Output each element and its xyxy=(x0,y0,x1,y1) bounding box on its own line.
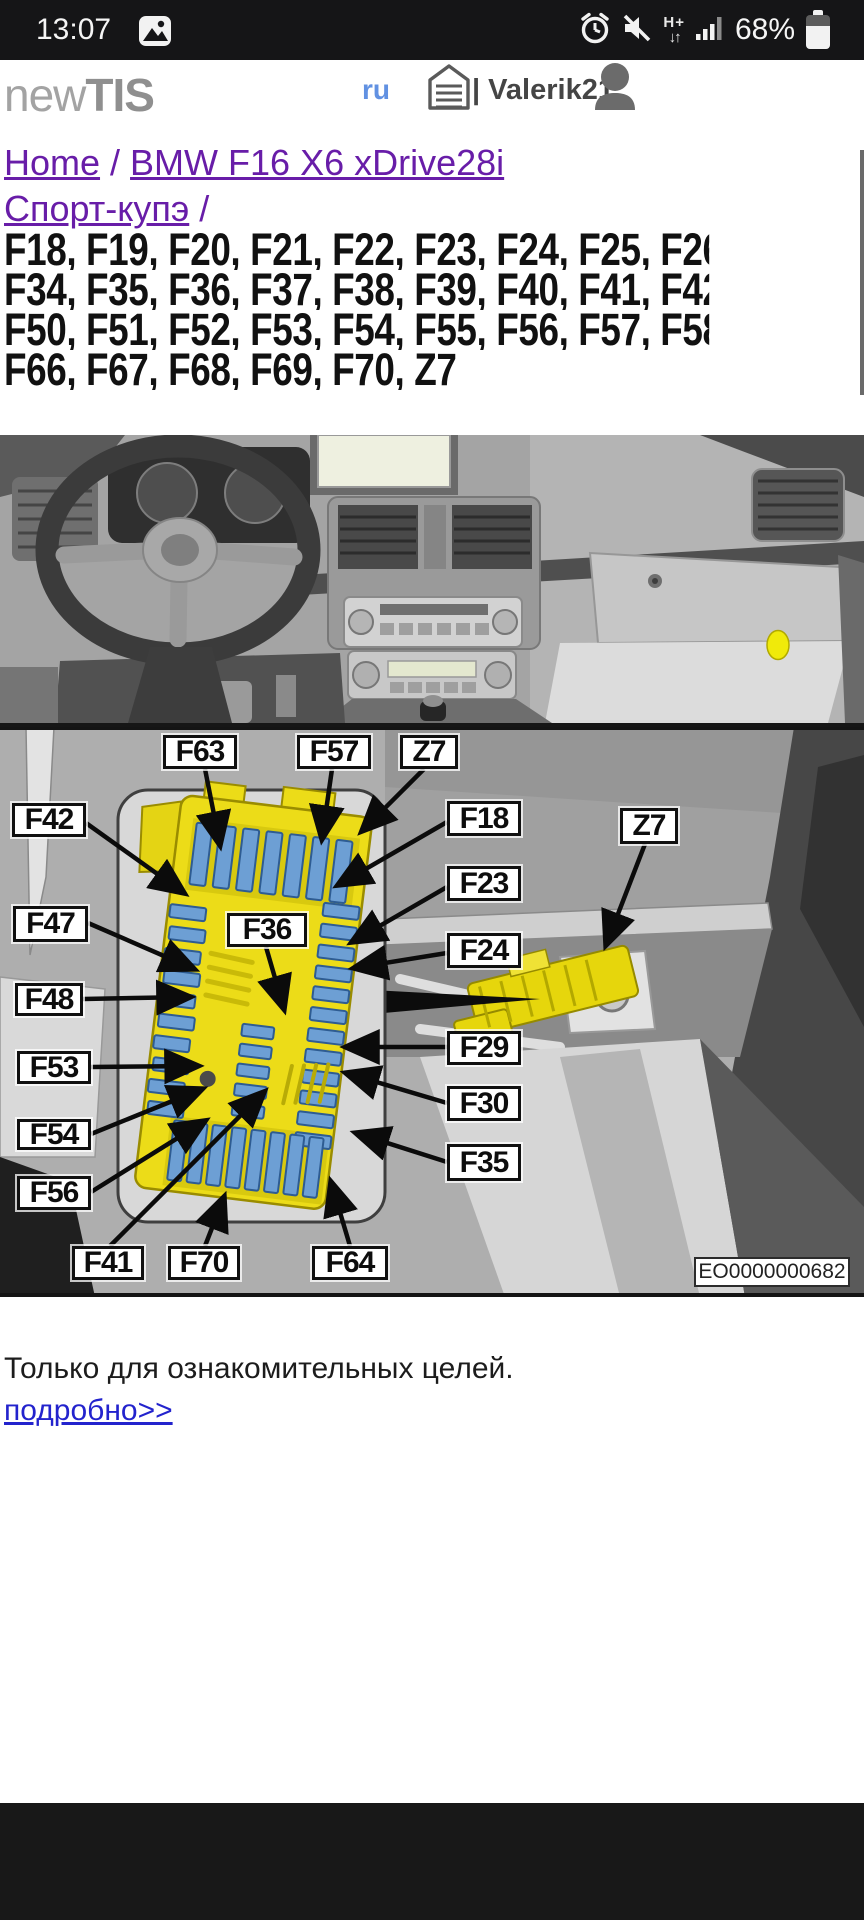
fuse-label-f63: F63 xyxy=(163,735,237,769)
mute-icon xyxy=(622,12,652,49)
fuse-label-f56: F56 xyxy=(17,1176,91,1210)
disclaimer-text: Только для ознакомительных целей. xyxy=(4,1352,514,1385)
fuse-label-f41: F41 xyxy=(72,1246,144,1280)
site-header: newTIS ru | Valerik21 xyxy=(0,60,864,144)
fuse-label-f57: F57 xyxy=(297,735,371,769)
breadcrumb-home-link[interactable]: Home xyxy=(4,142,101,183)
fuse-label-f47: F47 xyxy=(13,906,88,942)
fuse-label-f54: F54 xyxy=(17,1118,91,1151)
fuse-label-f29: F29 xyxy=(447,1031,521,1065)
fuse-label-f70: F70 xyxy=(168,1246,240,1280)
breadcrumb: Home / BMW F16 X6 xDrive28i Спорт-купэ / xyxy=(4,142,505,229)
android-nav-bar xyxy=(0,1803,864,1920)
clock: 13:07 xyxy=(36,13,112,46)
breadcrumb-model-link[interactable]: BMW F16 X6 xDrive28i Спорт-купэ xyxy=(4,142,505,229)
status-bar: 13:07 xyxy=(0,0,864,60)
fuse-label-f36: F36 xyxy=(227,913,307,947)
fuse-label-f30: F30 xyxy=(447,1086,521,1121)
details-link[interactable]: подробно>> xyxy=(4,1394,173,1427)
battery-percent: 68% xyxy=(734,13,795,46)
hplus-icon: H+ ↓↑ xyxy=(663,14,685,46)
language-link[interactable]: ru xyxy=(362,74,390,105)
fuse-label-f42: F42 xyxy=(12,803,86,837)
fuse-label-f35: F35 xyxy=(447,1144,521,1181)
battery-icon xyxy=(806,10,830,50)
dashboard-photo xyxy=(0,434,864,727)
fuse-list-line-4: F66, F67, F68, F69, F70, Z7 xyxy=(4,350,457,390)
fuse-list-line-2: F34, F35, F36, F37, F38, F39, F40, F41, … xyxy=(4,270,709,310)
fuse-label-f23: F23 xyxy=(447,866,521,901)
fuse-label-f24: F24 xyxy=(447,933,521,968)
image-code-badge: EO0000000682 xyxy=(694,1257,850,1287)
alarm-icon xyxy=(579,11,611,50)
fuse-list-line-3: F50, F51, F52, F53, F54, F55, F56, F57, … xyxy=(4,310,709,350)
site-logo[interactable]: newTIS xyxy=(4,69,155,121)
signal-icon xyxy=(695,12,724,49)
fuse-list-line-1: F18, F19, F20, F21, F22, F23, F24, F25, … xyxy=(4,230,709,270)
person-icon[interactable] xyxy=(592,60,638,115)
yellow-marker-dot xyxy=(766,629,790,661)
fuse-label-f18: F18 xyxy=(447,801,521,836)
fuse-label-z7: Z7 xyxy=(620,808,678,844)
fuse-label-f53: F53 xyxy=(17,1051,91,1084)
gallery-icon xyxy=(138,15,172,52)
fuse-label-f48: F48 xyxy=(15,983,83,1016)
status-icons: H+ ↓↑ 68% xyxy=(579,0,830,60)
fuse-label-f64: F64 xyxy=(312,1246,388,1280)
page-title: F18, F19, F20, F21, F22, F23, F24, F25, … xyxy=(4,230,864,390)
scrollbar-thumb[interactable] xyxy=(860,150,864,395)
username: | Valerik21 xyxy=(472,74,614,106)
fuse-diagram-overlay xyxy=(82,767,648,1248)
garage-icon[interactable] xyxy=(426,62,472,117)
fuse-label-z7: Z7 xyxy=(400,735,458,769)
